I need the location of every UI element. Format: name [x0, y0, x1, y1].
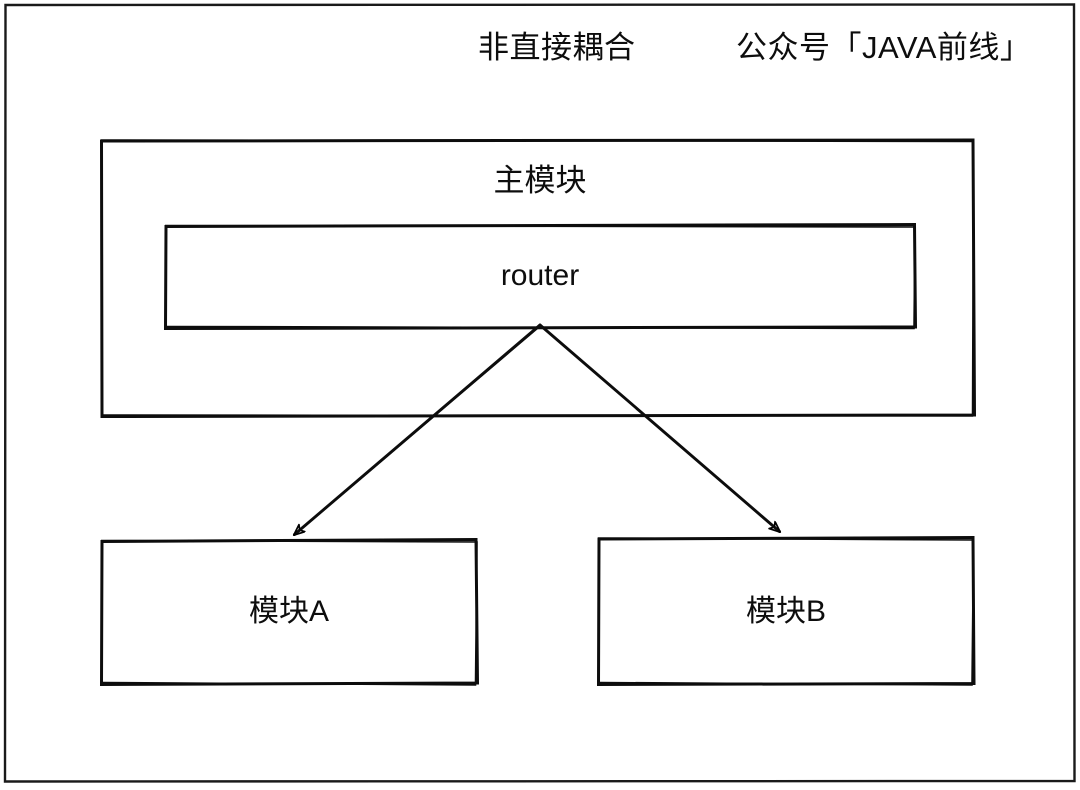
diagram-border	[3, 3, 1076, 783]
node-label-module-b: 模块B	[745, 595, 826, 628]
node-router-shape	[163, 222, 918, 331]
node-label-main-module: 主模块	[493, 163, 587, 198]
node-label-module-a: 模块A	[248, 595, 329, 628]
node-module-a-shape	[99, 537, 480, 687]
header-left-caption: 非直接耦合	[478, 30, 636, 65]
edge-router-to-module-a	[295, 323, 542, 535]
edge-router-to-module-b	[538, 323, 780, 532]
header-right-caption: 公众号「JAVA前线」	[736, 30, 1032, 65]
node-module-b-shape	[596, 535, 976, 687]
node-label-router: router	[500, 259, 580, 292]
